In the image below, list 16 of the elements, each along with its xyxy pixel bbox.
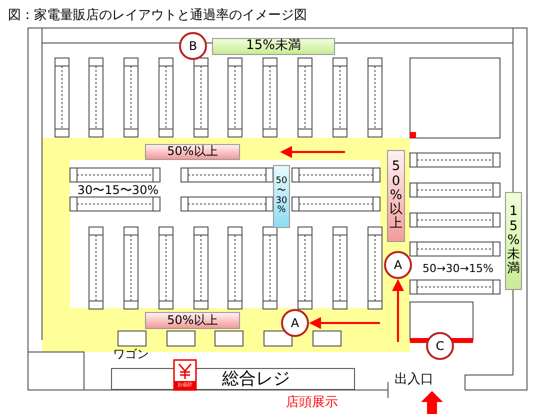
- arrow: [392, 279, 404, 342]
- figure-title: 図：家電量販店のレイアウトと通過率のイメージ図: [8, 7, 307, 24]
- percentage-tag: 50%以上: [145, 144, 240, 160]
- marker-circle: B: [179, 32, 207, 60]
- percentage-tag: 50〜30%: [273, 165, 290, 228]
- percentage-tag: 15%未満: [505, 192, 522, 290]
- wagon-label: ワゴン: [112, 348, 150, 362]
- percentage-text: 30〜15〜30%: [76, 184, 160, 198]
- entrance-label: 出入口: [394, 372, 434, 388]
- storefront-display-label: 店頭展示: [285, 395, 339, 411]
- percentage-text: 50→30→15%: [422, 262, 494, 276]
- arrow: [309, 317, 380, 329]
- marker-circle: C: [426, 332, 454, 360]
- percentage-tag: 50%以上: [145, 312, 240, 329]
- percentage-tag: 50%以上: [387, 150, 405, 242]
- percentage-tag: 15%未満: [212, 38, 335, 55]
